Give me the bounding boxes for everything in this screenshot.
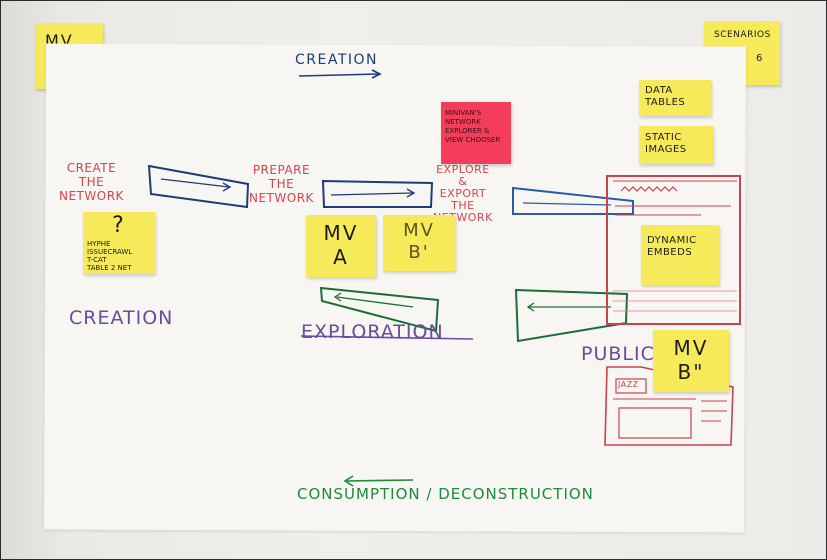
sticky-mv-b-double: MV B" <box>653 330 729 392</box>
sticky-scenarios-line1: SCENARIOS <box>714 30 771 40</box>
sticky-mv-b-double-line1: MV <box>673 336 709 360</box>
sticky-scenarios-line2: 6 <box>756 53 763 64</box>
title-creation: CREATION <box>295 52 379 68</box>
sticky-question: ? HYPHE ISSUECRAWL T-CAT TABLE 2 NET <box>83 212 155 274</box>
sticky-question-mark: ? <box>112 213 126 238</box>
sticky-data-tables-text: DATA TABLES <box>645 85 686 108</box>
sticky-mv-a-line2: A <box>333 245 349 269</box>
sticky-static-images: STATIC IMAGES <box>639 126 713 164</box>
sticky-data-tables: DATA TABLES <box>639 80 711 116</box>
sticky-dynamic-embeds: DYNAMIC EMBEDS <box>641 225 719 285</box>
stage-explore-export-network: EXPLORE & EXPORT THE NETWORK <box>433 163 493 224</box>
sticky-mv-b-prime: MV B' <box>383 215 455 271</box>
sticky-question-note: HYPHE ISSUECRAWL T-CAT TABLE 2 NET <box>87 240 133 272</box>
phase-creation: CREATION <box>69 307 174 329</box>
sticky-minivan-text: MINIVAN'S NETWORK EXPLORER & VIEW CHOOSE… <box>445 109 501 144</box>
sticky-mv-b-double-line2: B" <box>677 360 705 384</box>
sticky-static-images-text: STATIC IMAGES <box>645 132 687 155</box>
phase-exploration: EXPLORATION <box>301 321 444 343</box>
sticky-dynamic-embeds-text: DYNAMIC EMBEDS <box>647 235 697 258</box>
phase-publication: PUBLIC <box>581 343 655 365</box>
sticky-mv-a: MV A <box>306 215 376 277</box>
sketch-jazz-label: JAZZ <box>618 380 639 389</box>
sticky-mv-b-prime-line1: MV <box>403 220 435 241</box>
sticky-mv-b-prime-line2: B' <box>408 242 430 263</box>
stage-prepare-network: PREPARE THE NETWORK <box>249 163 314 205</box>
stage-create-network: CREATE THE NETWORK <box>59 161 124 203</box>
title-consumption-deconstruction: CONSUMPTION / DECONSTRUCTION <box>297 485 594 503</box>
sticky-minivan: MINIVAN'S NETWORK EXPLORER & VIEW CHOOSE… <box>441 102 511 164</box>
sticky-mv-a-line1: MV <box>323 221 359 245</box>
